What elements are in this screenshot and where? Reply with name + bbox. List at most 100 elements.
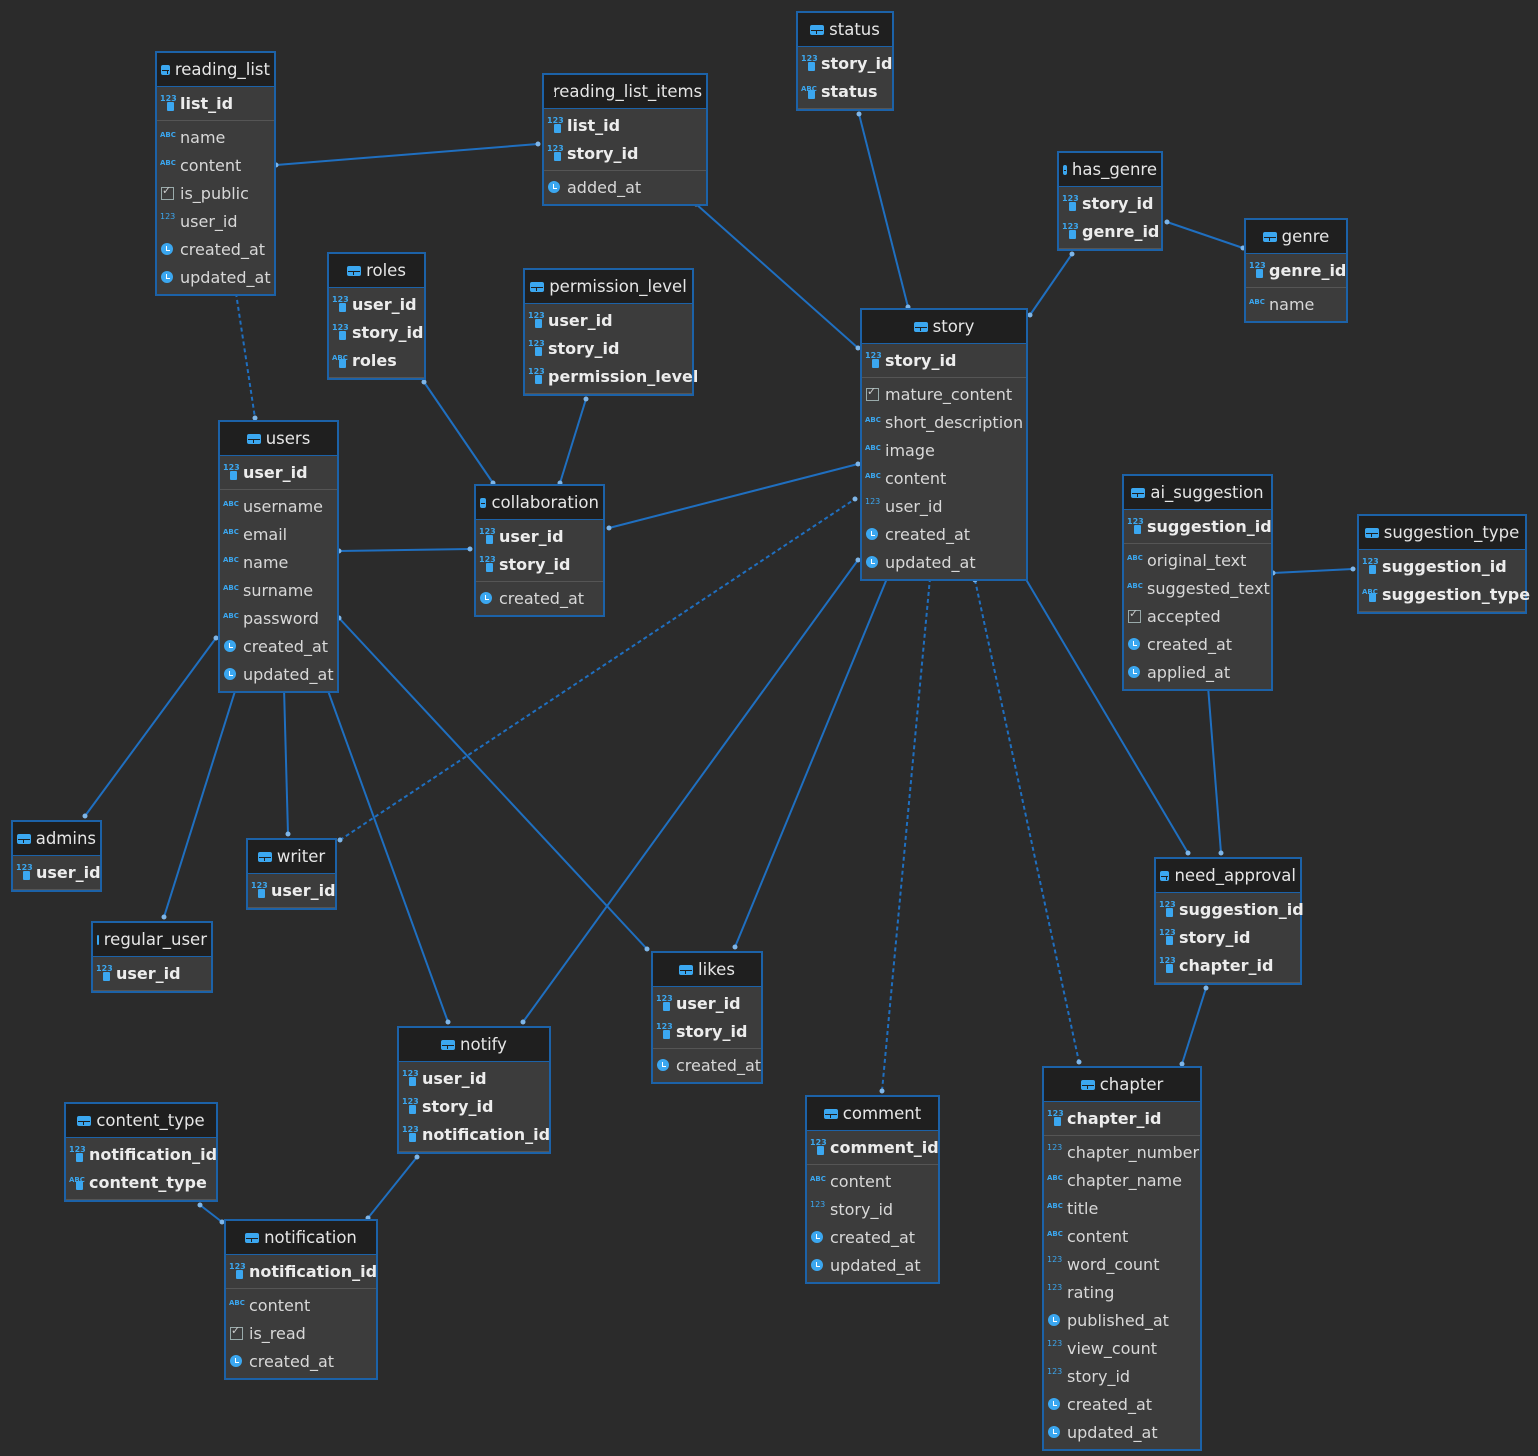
column-row[interactable]: suggestion_id <box>1359 552 1525 580</box>
column-row[interactable]: created_at <box>807 1223 938 1251</box>
column-row[interactable]: email <box>220 520 337 548</box>
column-row[interactable]: story_id <box>329 318 424 346</box>
column-row[interactable]: image <box>862 436 1026 464</box>
column-row[interactable]: story_id <box>1059 189 1161 217</box>
table-header[interactable]: ai_suggestion <box>1124 476 1271 510</box>
column-row[interactable]: applied_at <box>1124 658 1271 686</box>
column-row[interactable]: notification_id <box>399 1120 550 1148</box>
column-row[interactable]: user_id <box>862 492 1026 520</box>
table-header[interactable]: users <box>220 422 337 456</box>
table-notify[interactable]: notifyuser_idstory_idnotification_id <box>397 1026 551 1154</box>
table-story[interactable]: storystory_idmature_contentshort_descrip… <box>860 308 1028 581</box>
table-ai_suggestion[interactable]: ai_suggestionsuggestion_idoriginal_texts… <box>1122 474 1273 691</box>
table-header[interactable]: need_approval <box>1156 859 1300 893</box>
column-row[interactable]: is_read <box>226 1319 376 1347</box>
column-row[interactable]: updated_at <box>220 660 337 688</box>
column-row[interactable]: story_id <box>399 1092 549 1120</box>
table-header[interactable]: likes <box>653 953 761 987</box>
column-row[interactable]: chapter_name <box>1044 1166 1200 1194</box>
relation-need_approval-chapter[interactable] <box>1181 987 1207 1065</box>
column-row[interactable]: updated_at <box>862 548 1026 576</box>
table-header[interactable]: regular_user <box>93 923 211 957</box>
column-row[interactable]: story_id <box>544 139 706 167</box>
table-header[interactable]: suggestion_type <box>1359 516 1525 550</box>
relation-reading_list_items-story[interactable] <box>695 203 859 349</box>
column-row[interactable]: content <box>1044 1222 1200 1250</box>
table-need_approval[interactable]: need_approvalsuggestion_idstory_idchapte… <box>1154 857 1304 985</box>
relation-users-writer[interactable] <box>283 687 289 835</box>
column-row[interactable]: story_id <box>798 49 892 77</box>
table-genre[interactable]: genregenre_idname <box>1244 218 1348 323</box>
table-header[interactable]: reading_list <box>157 53 274 87</box>
relation-notify-notification[interactable] <box>367 1156 418 1219</box>
column-row[interactable]: story_id <box>1044 1362 1200 1390</box>
column-row[interactable]: original_text <box>1124 546 1271 574</box>
column-row[interactable]: story_id <box>807 1195 938 1223</box>
column-row[interactable]: chapter_number <box>1044 1138 1200 1166</box>
table-header[interactable]: comment <box>807 1097 938 1131</box>
table-users[interactable]: usersuser_idusernameemailnamesurnamepass… <box>218 420 339 693</box>
relation-users-regular_user[interactable] <box>163 687 237 918</box>
table-header[interactable]: roles <box>329 254 424 288</box>
relation-story-chapter[interactable] <box>974 579 1080 1063</box>
table-header[interactable]: story <box>862 310 1026 344</box>
column-row[interactable]: user_id <box>157 207 274 235</box>
column-row[interactable]: created_at <box>653 1051 761 1079</box>
table-header[interactable]: admins <box>13 822 100 856</box>
relation-story-comment[interactable] <box>881 577 931 1092</box>
column-row[interactable]: word_count <box>1044 1250 1200 1278</box>
column-row[interactable]: mature_content <box>862 380 1026 408</box>
table-reading_list_items[interactable]: reading_list_itemslist_idstory_idadded_a… <box>542 73 708 206</box>
relation-users-admins[interactable] <box>84 637 217 817</box>
column-row[interactable]: is_public <box>157 179 274 207</box>
column-row[interactable]: story_id <box>476 550 603 578</box>
table-permission_level[interactable]: permission_leveluser_idstory_idpermissio… <box>523 268 698 396</box>
column-row[interactable]: surname <box>220 576 337 604</box>
relation-reading_list-users[interactable] <box>235 292 256 419</box>
table-header[interactable]: reading_list_items <box>544 75 706 109</box>
table-header[interactable]: writer <box>248 840 335 874</box>
relation-writer-story[interactable] <box>339 498 856 841</box>
column-row[interactable]: rating <box>1044 1278 1200 1306</box>
column-row[interactable]: genre_id <box>1059 217 1161 245</box>
table-header[interactable]: status <box>798 13 892 47</box>
column-row[interactable]: content <box>226 1291 376 1319</box>
column-row[interactable]: title <box>1044 1194 1200 1222</box>
table-header[interactable]: permission_level <box>525 270 692 304</box>
column-row[interactable]: published_at <box>1044 1306 1200 1334</box>
table-regular_user[interactable]: regular_useruser_id <box>91 921 213 993</box>
column-row[interactable]: updated_at <box>157 263 274 291</box>
column-row[interactable]: short_description <box>862 408 1026 436</box>
table-roles[interactable]: rolesuser_idstory_idroles <box>327 252 426 380</box>
table-header[interactable]: has_genre <box>1059 153 1161 187</box>
column-row[interactable]: user_id <box>476 522 603 550</box>
relation-reading_list-reading_list_items[interactable] <box>275 143 539 166</box>
column-row[interactable]: notification_id <box>66 1140 217 1168</box>
table-reading_list[interactable]: reading_listlist_idnamecontentis_publicu… <box>155 51 276 296</box>
column-row[interactable]: suggestion_type <box>1359 580 1530 608</box>
column-row[interactable]: suggestion_id <box>1156 895 1304 923</box>
column-row[interactable]: created_at <box>476 584 603 612</box>
column-row[interactable]: added_at <box>544 173 706 201</box>
column-row[interactable]: created_at <box>157 235 274 263</box>
column-row[interactable]: chapter_id <box>1044 1104 1200 1132</box>
table-header[interactable]: content_type <box>66 1104 216 1138</box>
column-row[interactable]: comment_id <box>807 1133 939 1161</box>
column-row[interactable]: suggested_text <box>1124 574 1271 602</box>
table-header[interactable]: genre <box>1246 220 1346 254</box>
column-row[interactable]: content <box>807 1167 938 1195</box>
column-row[interactable]: name <box>1246 290 1346 318</box>
column-row[interactable]: created_at <box>1124 630 1271 658</box>
column-row[interactable]: user_id <box>93 959 211 987</box>
relation-users-notify[interactable] <box>326 687 449 1023</box>
relation-has_genre-genre[interactable] <box>1166 221 1244 249</box>
column-row[interactable]: user_id <box>399 1064 549 1092</box>
table-status[interactable]: statusstory_idstatus <box>796 11 894 111</box>
column-row[interactable]: user_id <box>653 989 761 1017</box>
column-row[interactable]: created_at <box>220 632 337 660</box>
column-row[interactable]: accepted <box>1124 602 1271 630</box>
